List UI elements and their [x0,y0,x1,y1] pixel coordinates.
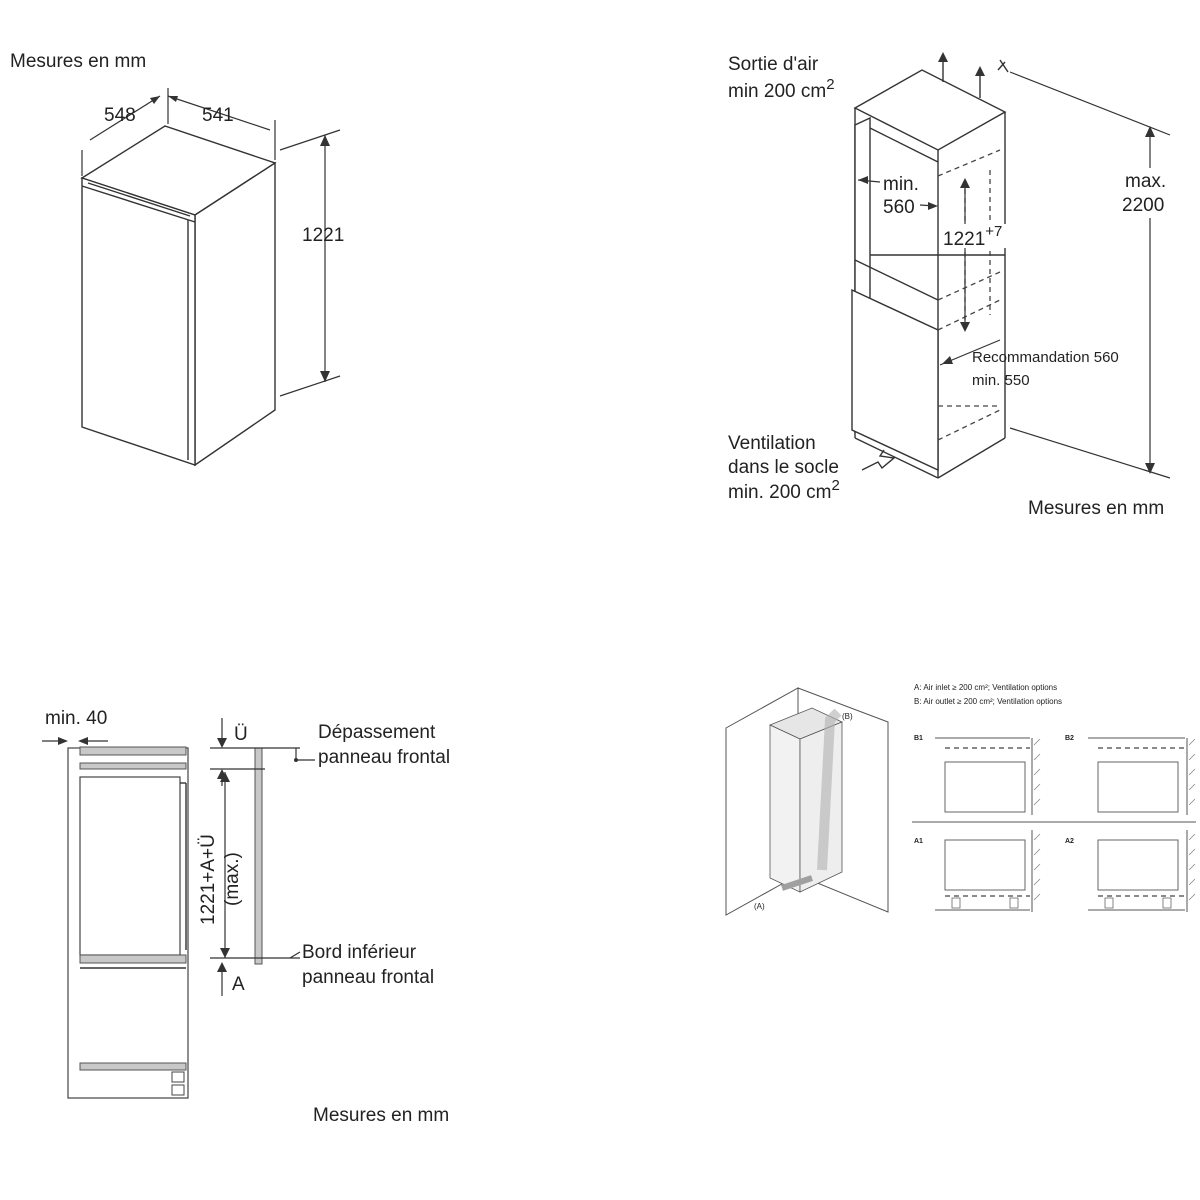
depth-recommendation-label: Recommandation 560 [972,349,1119,366]
airflow-path [817,708,842,871]
overhang-symbol-label: Ü [234,724,248,745]
door-height-label-line1: 1221+A+Ü [198,834,219,925]
air-outlet-label-line2: min 200 cm2 [728,76,835,102]
appliance-side-face [194,161,276,467]
niche-width-dimension: min. 560 [857,174,938,218]
ventilation-label-line1: Ventilation [728,433,816,454]
ventilation-options-panel: (A) (B) A: Air inlet ≥ 200 cm²; Ventilat… [725,683,1196,916]
unit-label-bottom-left: Mesures en mm [313,1105,449,1126]
niche-appliance-door [851,288,939,472]
bottom-symbol-label: A [232,974,245,995]
option-b1-label: B1 [914,735,923,742]
tall-cabinet-isometric [851,69,1007,479]
gap-label: min. 40 [45,708,107,729]
option-b2: B2 [1065,735,1196,815]
niche-width-label-line1: min. [883,174,919,195]
depth-value-label: 548 [104,105,136,126]
option-a2-label: A2 [1065,838,1074,845]
appliance-dimensions-panel: Mesures en mm 548 541 [10,51,344,467]
niche-height-dimension: 1221+7 [940,178,1008,332]
bottom-edge-dimension: A Bord inférieur panneau frontal [210,942,434,996]
overhang-label-line1: Dépassement [318,722,436,743]
plinth-ventilation-note: Ventilation dans le socle min. 200 cm2 [728,433,896,503]
option-a2: A2 [1065,830,1196,912]
appliance-isometric-view [80,125,277,467]
unit-label-top-right: Mesures en mm [1028,498,1164,519]
niche-width-label-line2: 560 [883,197,915,218]
option-b2-label: B2 [1065,735,1074,742]
depth-minimum-label: min. 550 [972,372,1030,389]
front-panel-board [254,747,263,965]
overhang-dimension: Ü Dépassement panneau frontal [210,718,450,786]
max-height-label-line2: 2200 [1122,195,1164,216]
door-height-label-line2: (max.) [222,852,243,906]
ventilation-break-icon [997,59,1009,73]
max-height-dimension: max. 2200 [1009,71,1182,479]
legend-outlet: B: Air outlet ≥ 200 cm²; Ventilation opt… [914,697,1062,706]
front-panel-section: min. 40 Ü [42,708,450,1126]
door-top-edge [81,185,196,223]
width-dimension: 541 [167,88,276,160]
corner-installation-view: (A) (B) [725,687,889,916]
overhang-label-line2: panneau frontal [318,747,450,768]
height-dimension: 1221 [279,129,344,397]
bottom-edge-label-line1: Bord inférieur [302,942,417,963]
inlet-marker-label: (A) [754,902,765,911]
door-height-dimension: 1221+A+Ü (max.) [198,772,243,958]
legend-inlet: A: Air inlet ≥ 200 cm²; Ventilation opti… [914,683,1057,692]
air-outlet-arrows [938,52,1009,98]
option-a1-label: A1 [914,838,923,845]
plinth-airflow-arrow-icon [861,449,896,471]
air-outlet-label-line1: Sortie d'air [728,54,819,75]
option-a1: A1 [914,830,1041,912]
max-height-label-line1: max. [1125,171,1166,192]
width-value-label: 541 [202,105,234,126]
option-b1: B1 [914,735,1041,815]
cabinet-side-section [67,746,189,1099]
height-value-label: 1221 [302,225,344,246]
outlet-marker-label: (B) [842,712,853,721]
appliance-front-face [81,177,196,466]
depth-dimension: 548 [81,95,161,176]
bottom-edge-label-line2: panneau frontal [302,967,434,988]
niche-depth-dimension: Recommandation 560 min. 550 [939,339,1119,389]
ventilation-label-line3: min. 200 cm2 [728,477,840,503]
ventilation-label-line2: dans le socle [728,457,839,478]
niche-installation-panel: Sortie d'air min 200 cm2 [728,52,1182,519]
unit-label-top-left: Mesures en mm [10,51,146,72]
niche-height-label: 1221+7 [943,223,1002,250]
